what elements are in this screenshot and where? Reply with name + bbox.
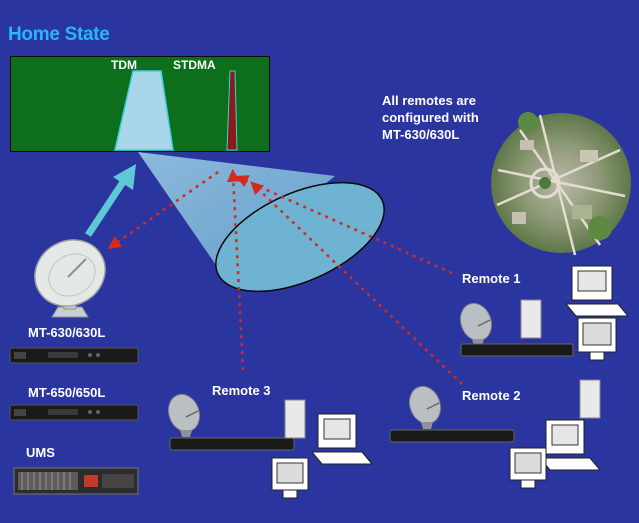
diagram-title: Home State [8,24,110,45]
tdm-carrier [114,70,174,151]
mt650-modem-icon [9,404,139,421]
ums-server-rack-icon [13,467,139,495]
remote1-modem-icon [460,343,574,357]
remote3-label: Remote 3 [212,383,271,398]
remote2-site [389,379,602,489]
stdma-carrier [226,70,238,151]
remote3-server-icon [284,399,306,439]
remote1-monitor-icon [577,317,617,361]
remote1-link [235,175,453,275]
hub-satellite-dish-icon [34,239,106,318]
satellite-beam-cone [138,152,335,268]
remote3-computer-tower-icon [310,413,374,465]
hub-link [107,170,219,249]
remote3-link [226,168,245,371]
remote2-dish-icon [408,385,442,429]
configuration-note: All remotes are configured with MT-630/6… [382,93,479,142]
mt650-label: MT-650/650L [28,385,106,400]
remote3-modem-icon [169,437,295,451]
remote1-server-icon [520,299,542,339]
remote3-monitor-icon [271,457,309,499]
remote2-server-icon [579,379,601,419]
spectrum-panel: TDM STDMA [10,56,270,152]
remote3-dish-icon [167,393,201,437]
mt630-label: MT-630/630L [28,325,106,340]
remote2-monitor-icon [509,447,547,489]
remote2-computer-tower-icon [538,419,602,471]
ums-label: UMS [26,445,55,460]
remote3-site [167,393,374,499]
remote1-label: Remote 1 [462,271,521,286]
uplink-arrow [85,164,136,237]
remote1-site [459,265,630,361]
remote1-dish-icon [459,302,493,346]
tdm-label: TDM [111,58,137,72]
remote1-computer-tower-icon [564,265,630,317]
remote2-label: Remote 2 [462,388,521,403]
stdma-label: STDMA [173,58,216,72]
return-links [107,168,463,385]
remote2-modem-icon [389,429,515,443]
city-aerial-image [491,112,631,256]
mt630-modem-icon [9,347,139,364]
spectrum-carriers [114,70,238,151]
